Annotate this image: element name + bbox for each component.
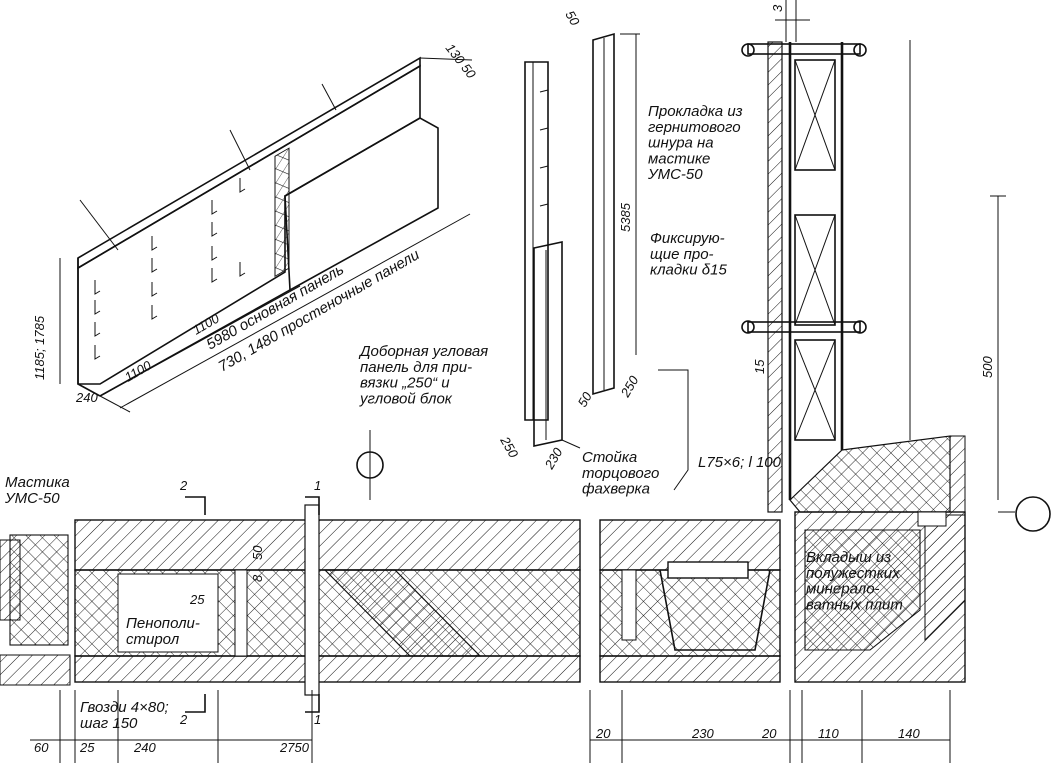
label-nails: Гвозди 4×80;шаг 150 — [80, 699, 169, 732]
dim-col-5385: 5385 — [618, 202, 633, 232]
dim-bot-240: 240 — [133, 740, 156, 755]
dim-bot-20a: 20 — [595, 726, 611, 741]
dim-col-250-a: 250 — [617, 373, 642, 401]
dim-right-500: 500 — [980, 356, 995, 378]
dim-col-50-b: 50 — [575, 389, 596, 410]
dim-bot-110: 110 — [818, 726, 839, 741]
dim-bot-60: 60 — [34, 740, 49, 755]
dim-col-250-b: 250 — [497, 433, 522, 461]
section-mark-1-top: 1 — [314, 478, 321, 493]
dim-iso-240: 240 — [75, 390, 98, 405]
dim-bot-2750: 2750 — [279, 740, 310, 755]
dim-right-15: 15 — [752, 359, 767, 374]
section-mark-2-top: 2 — [179, 478, 188, 493]
dim-top-3: 3 — [770, 4, 785, 12]
dim-iso-height: 1185; 1785 — [32, 315, 47, 380]
horizontal-section — [0, 369, 1051, 763]
dim-col-230: 230 — [541, 445, 566, 473]
dim-sec-8: 8 — [250, 574, 265, 582]
dim-sec-25: 25 — [189, 592, 205, 607]
dim-iso-1100-a: 1100 — [122, 357, 154, 384]
section-mark-1-bottom: 1 — [314, 712, 321, 727]
dim-col-50: 50 — [562, 8, 583, 29]
column-elements — [524, 32, 640, 449]
isometric-panel-view — [59, 56, 473, 413]
dim-sec-50: 50 — [250, 545, 265, 560]
label-fixing-pads: Фиксирую-щие про-кладки δ15 — [650, 230, 727, 279]
section-marks: 2 1 2 1 — [179, 478, 321, 727]
section-mark-2-bottom: 2 — [179, 712, 188, 727]
dim-iso-130-50: 130 50 — [443, 41, 480, 82]
wall-section-right — [741, 0, 1006, 513]
dim-bot-20b: 20 — [761, 726, 777, 741]
dim-bot-140: 140 — [898, 726, 920, 741]
label-polystyrene: Пенополи-стирол — [126, 615, 200, 648]
axis-marker-circle — [1015, 496, 1051, 532]
dim-bot-230: 230 — [691, 726, 714, 741]
dim-bot-25: 25 — [79, 740, 95, 755]
label-angle: L75×6; l 100 — [698, 454, 782, 471]
